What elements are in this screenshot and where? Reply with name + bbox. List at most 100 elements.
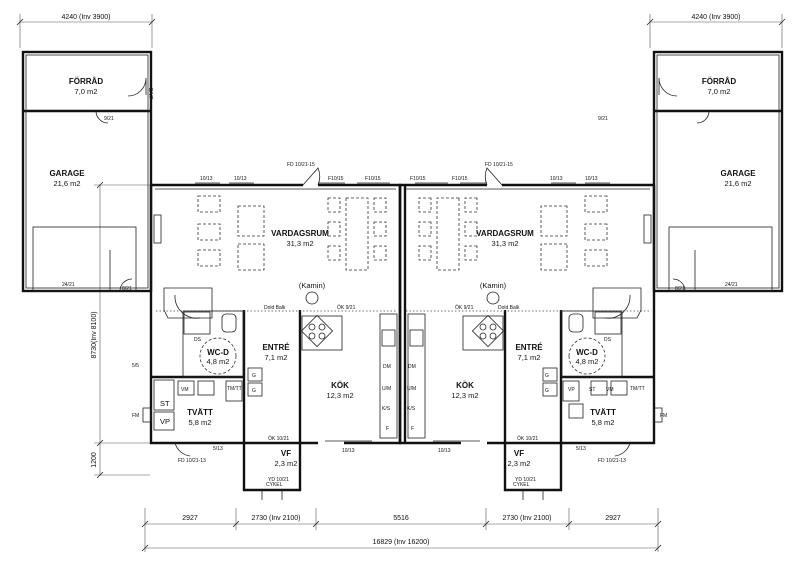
dimension-text: 2927 [182, 515, 198, 522]
dimension-text: 4240 (Inv 3900) [691, 14, 740, 21]
kamin-icon [305, 291, 319, 305]
fm-label: FM [132, 413, 139, 419]
room-area-vf: 2,3 m2 [275, 459, 298, 468]
window-label: F10/15 [452, 176, 468, 182]
room-name-forrad: FÖRRÅD [702, 77, 736, 86]
room-area-vardagsrum: 31,3 m2 [286, 239, 313, 248]
room-name-kok: KÖK [331, 381, 349, 390]
kamin-label: (Kamin) [299, 281, 326, 290]
dimension-text: 2730 (Inv 2100) [502, 515, 551, 522]
room-area-entre: 7,1 m2 [518, 353, 541, 362]
door-label: FD 10/21-13 [178, 458, 206, 464]
door-label: 24/21 [725, 282, 738, 288]
room-name-kok: KÖK [456, 381, 474, 390]
dm-label: DM [383, 364, 391, 370]
door-label: FD 10/21-13 [598, 458, 626, 464]
dm-label: DM [408, 364, 416, 370]
fm-label: FM [660, 413, 667, 419]
door-label: 8/21 [122, 286, 132, 292]
room-area-kok: 12,3 m2 [451, 391, 478, 400]
room-name-garage: GARAGE [720, 169, 756, 178]
room-name-wcd: WC-D [576, 348, 598, 357]
room-area-tvatt: 5,8 m2 [592, 418, 615, 427]
door-label: 9/21 [598, 116, 608, 122]
door-label: FD 10/21-15 [287, 162, 315, 168]
ds-label: DS [604, 337, 612, 343]
room-name-vardagsrum: VARDAGSRUM [271, 229, 329, 238]
window-label: 10/13 [585, 176, 598, 182]
dimension-bottom: 2927 2730 (Inv 2100) 5516 2730 (Inv 2100… [141, 508, 662, 552]
room-area-vf: 2,3 m2 [508, 459, 531, 468]
f-label: F [411, 426, 414, 432]
room-area-wcd: 4,8 m2 [576, 357, 599, 366]
st-label: ST [160, 399, 170, 408]
vm-label: VM [606, 387, 614, 393]
window-label: 5/13 [576, 446, 586, 452]
door-label: ÖK 9/21 [455, 304, 474, 311]
door-label: 8/21 [675, 286, 685, 292]
f-label: F [386, 426, 389, 432]
room-area-forrad: 7,0 m2 [708, 87, 731, 96]
g-label: G [252, 388, 256, 394]
door-label: ÖK 10/21 [268, 435, 289, 442]
dimension-text: 1200 [91, 452, 98, 468]
cykel-label: CYKEL [266, 482, 283, 488]
room-name-forrad: FÖRRÅD [69, 77, 103, 86]
unit-left: D/VF 9/21 24/21 8/21 FÖRRÅD 7,0 m2 GARAG… [21, 50, 402, 500]
kamin-label: (Kamin) [480, 281, 507, 290]
dimension-text: 2927 [605, 515, 621, 522]
g-label: G [545, 388, 549, 394]
dimension-garage-right: 4240 (Inv 3900) [646, 14, 786, 48]
vm-label: VM [181, 387, 189, 393]
door-label: 9/21 [104, 116, 114, 122]
tmtt-label: TM/TT [630, 386, 645, 392]
unit-right: FÖRRÅD 7,0 m2 GARAGE 21,6 m2 VARDAGSRUM … [398, 50, 784, 500]
room-area-entre: 7,1 m2 [265, 353, 288, 362]
room-name-vf: VF [281, 449, 291, 458]
room-name-entre: ENTRÉ [262, 343, 290, 352]
room-area-tvatt: 5,8 m2 [189, 418, 212, 427]
room-area-forrad: 7,0 m2 [75, 87, 98, 96]
window-label: 5/5 [132, 363, 139, 369]
dimension-garage-left: 4240 (Inv 3900) [16, 14, 156, 48]
beam-label: Dold Balk [498, 305, 520, 311]
um-label: U/M [407, 386, 416, 392]
tmtt-label: TM/TT [227, 386, 242, 392]
g-label: G [545, 373, 549, 379]
room-name-entre: ENTRÉ [515, 343, 543, 352]
dimension-text: 16829 (Inv 16200) [373, 539, 430, 546]
g-label: G [252, 373, 256, 379]
dimension-text: 5516 [393, 515, 409, 522]
room-name-vardagsrum: VARDAGSRUM [476, 229, 534, 238]
room-area-wcd: 4,8 m2 [207, 357, 230, 366]
door-label: ÖK 9/21 [337, 304, 356, 311]
ks-label: K/S [382, 406, 391, 412]
door-label: D/VF [147, 88, 153, 99]
um-label: U/M [382, 386, 391, 392]
room-name-tvatt: TVÄTT [187, 408, 213, 417]
window-label: 5/13 [213, 446, 223, 452]
ks-label: K/S [407, 406, 416, 412]
room-area-kok: 12,3 m2 [326, 391, 353, 400]
window-label: F10/15 [328, 176, 344, 182]
window-label: 10/13 [342, 448, 355, 454]
door-label: ÖK 10/21 [517, 435, 538, 442]
room-name-garage: GARAGE [49, 169, 85, 178]
cykel-label: CYKEL [513, 482, 530, 488]
window-label: 10/13 [438, 448, 451, 454]
dimension-text: 2730 (Inv 2100) [251, 515, 300, 522]
door-label: FD 10/21-15 [485, 162, 513, 168]
ds-label: DS [194, 337, 202, 343]
dimension-depth: 8730(Inv 8100) 1200 [91, 181, 150, 479]
st-label: ST [589, 387, 595, 393]
room-name-vf: VF [514, 449, 524, 458]
room-area-garage: 21,6 m2 [53, 179, 80, 188]
door-label: YD 10/21 [515, 477, 536, 483]
room-name-tvatt: TVÄTT [590, 408, 616, 417]
dimension-text: 4240 (Inv 3900) [61, 14, 110, 21]
window-label: 10/13 [234, 176, 247, 182]
room-name-wcd: WC-D [207, 348, 229, 357]
room-area-garage: 21,6 m2 [724, 179, 751, 188]
window-label: 10/13 [200, 176, 213, 182]
window-label: 10/13 [550, 176, 563, 182]
